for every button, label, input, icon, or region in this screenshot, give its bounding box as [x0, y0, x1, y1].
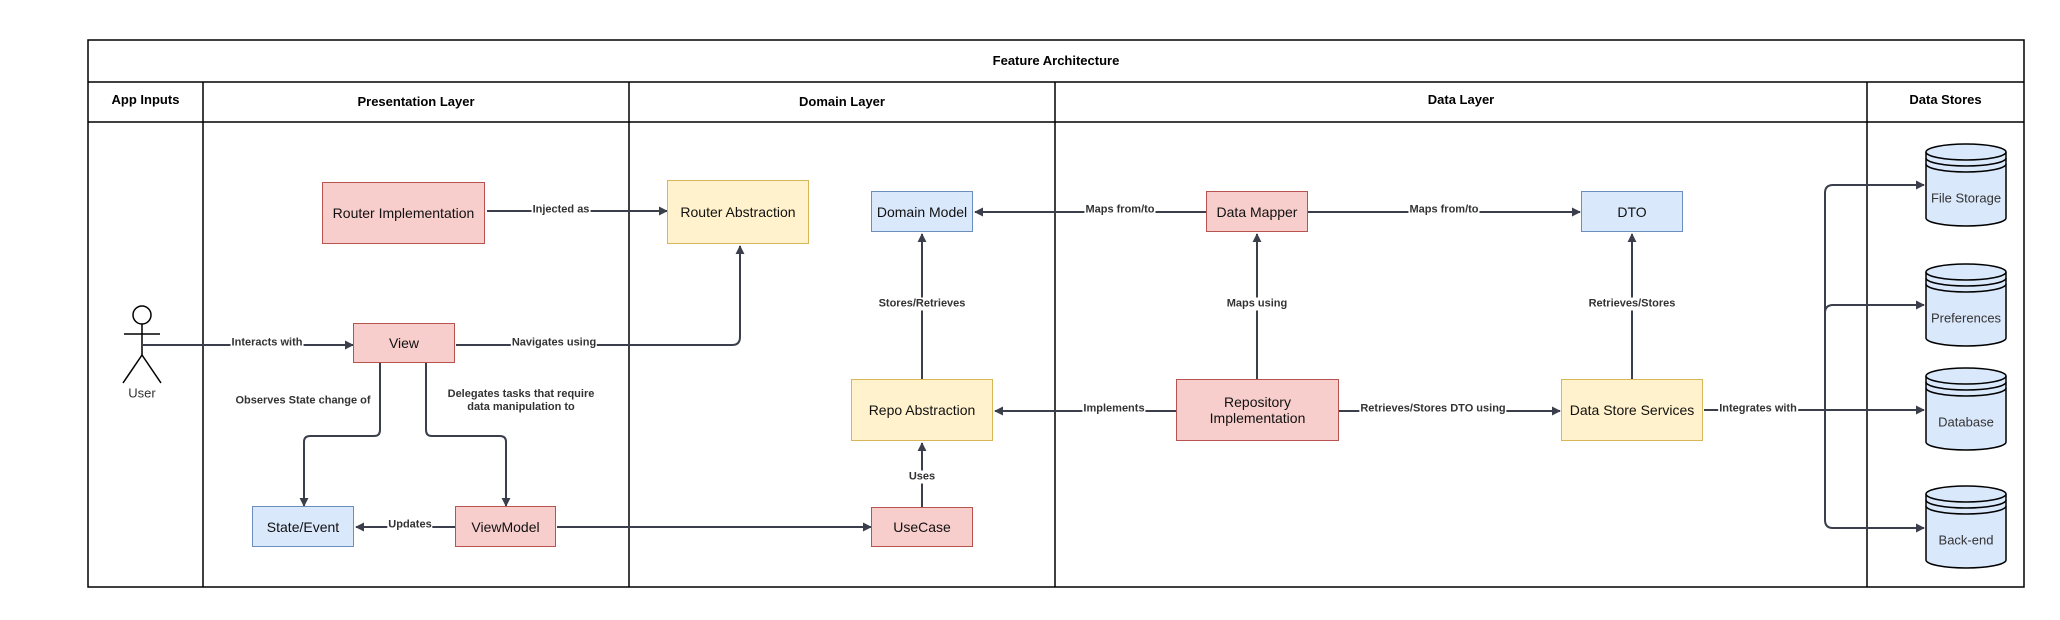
view-node[interactable]: View	[353, 323, 455, 363]
domain-model-node[interactable]: Domain Model	[871, 191, 973, 232]
edge-label-integrates-with: Integrates with	[1718, 402, 1798, 416]
lane-header-data-stores: Data Stores	[1909, 92, 1982, 107]
repo-abstraction-node[interactable]: Repo Abstraction	[851, 379, 993, 441]
edge-label-delegates: Delegates tasks that require data manipu…	[445, 388, 597, 414]
lane-header-app-inputs: App Inputs	[111, 92, 180, 107]
lane-header-presentation: Presentation Layer	[357, 94, 475, 109]
viewmodel-node[interactable]: ViewModel	[455, 506, 556, 547]
router-implementation-node[interactable]: Router Implementation	[322, 182, 485, 244]
backend-db-icon	[1925, 485, 2007, 569]
edge-label-maps-using: Maps using	[1225, 297, 1289, 311]
frame	[87, 39, 2025, 588]
diagram-title: Feature Architecture	[992, 53, 1120, 68]
edge-label-navigates-using: Navigates using	[510, 336, 598, 350]
file-storage-label: File Storage	[1930, 190, 2002, 206]
usecase-node[interactable]: UseCase	[871, 507, 973, 547]
edge-to-file-storage	[1824, 180, 1925, 194]
user-actor-icon	[122, 305, 162, 384]
user-label: User	[128, 385, 156, 401]
edge-delegates	[425, 363, 511, 507]
edge-label-maps-from-to-1: Maps from/to	[1084, 203, 1156, 217]
edge-observes-state	[299, 363, 381, 507]
edge-label-implements: Implements	[1082, 402, 1146, 416]
preferences-db-icon	[1925, 263, 2007, 347]
database-db-icon	[1925, 367, 2007, 451]
edge-label-interacts-with: Interacts with	[230, 336, 304, 350]
edge-label-stores-retrieves: Stores/Retrieves	[877, 297, 967, 311]
edge-label-retrieves-stores: Retrieves/Stores	[1587, 297, 1677, 311]
edge-label-updates: Updates	[387, 518, 433, 532]
data-store-services-node[interactable]: Data Store Services	[1561, 379, 1703, 441]
edge-to-preferences	[1824, 300, 1925, 314]
state-event-node[interactable]: State/Event	[252, 506, 354, 547]
backend-label: Back-end	[1938, 532, 1994, 548]
router-abstraction-node[interactable]: Router Abstraction	[667, 180, 809, 244]
dto-node[interactable]: DTO	[1581, 191, 1683, 232]
edge-label-injected-as: Injected as	[531, 203, 591, 217]
edge-navigates-using	[456, 245, 745, 346]
edge-label-uses: Uses	[907, 470, 937, 484]
lane-header-data: Data Layer	[1427, 92, 1495, 107]
database-label: Database	[1938, 414, 1994, 430]
edge-label-observes: Observes State change of	[234, 394, 372, 408]
repository-implementation-node[interactable]: Repository Implementation	[1176, 379, 1339, 441]
preferences-label: Preferences	[1930, 310, 2002, 326]
data-mapper-node[interactable]: Data Mapper	[1206, 191, 1308, 232]
file-storage-db-icon	[1925, 143, 2007, 227]
edge-to-backend	[1824, 519, 1925, 533]
edge-label-retrieves-stores-dto: Retrieves/Stores DTO using	[1359, 402, 1507, 416]
edge-label-maps-from-to-2: Maps from/to	[1408, 203, 1480, 217]
lane-header-domain: Domain Layer	[799, 94, 885, 109]
